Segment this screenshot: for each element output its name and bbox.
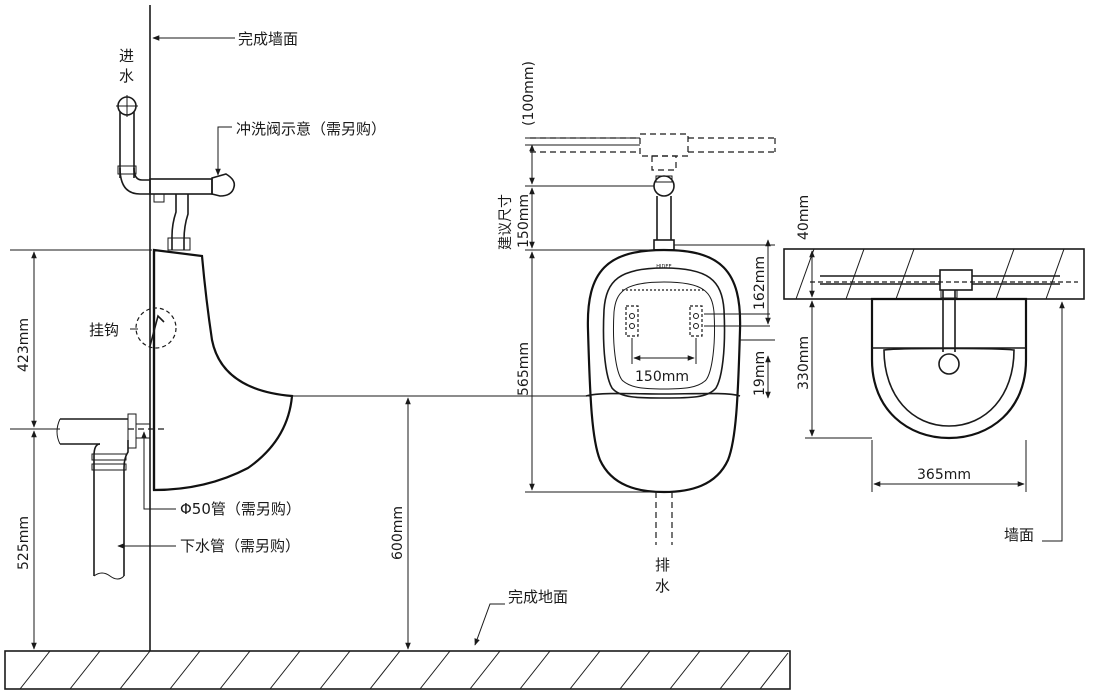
drain-pipe-assembly [56,413,165,580]
suggested-size-label: 建议尺寸 [498,194,514,250]
dim-423: 423mm [16,318,32,372]
drain-label-2: 水 [655,577,670,595]
dim-40: 40mm [796,195,812,240]
water-inlet-label-1: 进 [119,47,134,65]
wall-section [783,248,1085,300]
urinal-front-body [586,248,742,494]
water-inlet-pipe [116,95,150,195]
dim-565: 565mm [516,342,532,396]
valve-stem [653,175,675,251]
drain-pipe-label: 下水管（需另购） [180,537,300,555]
dim-162: 162mm [752,256,768,310]
dim-150-vertical: 150mm [516,194,532,248]
urinal-side-profile [152,248,294,492]
water-inlet-label-2: 水 [119,67,134,85]
drain-outlet-dashed [655,492,673,545]
hook-label: 挂钩 [89,321,119,339]
dim-19: 19mm [752,351,768,396]
front-view: HIDEE [498,61,776,595]
side-view: 完成墙面 进 水 冲洗阀示意（需另购） 挂钩 Φ50管（需另购） 下水管（需另购… [10,5,590,651]
supply-pipe-dashed [530,133,776,171]
dim-330: 330mm [796,336,812,390]
urinal-bowl-inner [602,267,726,399]
finished-floor-slab [4,650,791,690]
brand-logo: HIDEE [656,264,671,270]
finished-floor-label: 完成地面 [508,588,568,606]
finished-wall-label: 完成墙面 [238,30,298,48]
dim-150-horizontal: 150mm [635,369,689,385]
wall-label: 墙面 [1004,526,1034,544]
flush-valve-label: 冲洗阀示意（需另购） [236,120,386,138]
mounting-bracket-left [625,305,639,337]
urinal-top-bowl [883,347,1015,427]
dim-525: 525mm [16,516,32,570]
urinal-top-outline [870,297,1028,440]
drain-label-1: 排 [655,556,670,574]
hook-detail [135,307,177,349]
pipe-50-label: Φ50管（需另购） [180,500,301,518]
dim-100: (100mm) [521,61,537,126]
mounting-bracket-right [689,305,703,337]
dim-365: 365mm [917,467,971,483]
flush-valve [149,173,236,251]
dim-600: 600mm [390,506,406,560]
top-view: 40mm 330mm 365mm 墙面 [783,195,1085,544]
